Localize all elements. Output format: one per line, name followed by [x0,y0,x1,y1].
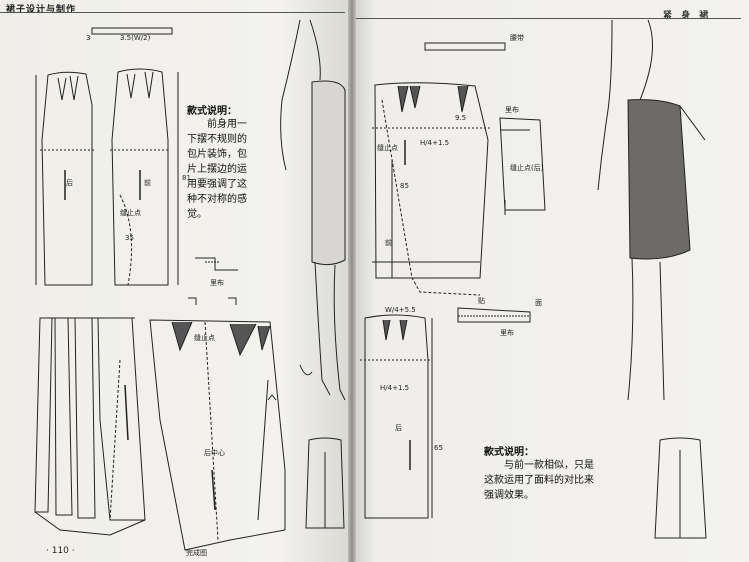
left-header-title: 裙子设计与制作 [6,5,77,15]
assembled-front [149,319,286,551]
fold-detail [457,307,531,323]
lbl-lining-2: 里布 [505,105,519,114]
left-description-body: 前身用一 下摆不规则的 包片装饰，包 片上摆边的运 用要强调了这 种不对称的感 … [187,117,259,222]
lbl-zipper-stop: 缝止点(后) [510,163,544,172]
waistband-strip [91,27,173,35]
model-arm-left [280,19,301,171]
lbl-lining: 里布 [210,278,224,287]
right-description-body: 与前一款相似，只是 这款运用了面料的对比来 强调效果。 [484,458,604,503]
book-gutter [348,0,356,562]
lbl-back-2: 后 [395,423,402,432]
lbl-waistband-right: 腰带 [510,34,524,42]
overlay-drape-line [381,99,481,296]
lbl-back: 后 [66,178,73,187]
right-header-title: 紧 身 裙 [663,11,712,21]
left-header-rule [0,12,345,13]
back-pattern-right [364,314,429,519]
left-description-line: 种不对称的感 [187,194,247,205]
lbl-stop-point: 缝止点 [120,208,141,217]
left-description-line: 包片装饰，包 [187,149,247,160]
lbl-length-35: 35 [125,234,134,242]
hem-detail [195,257,238,271]
lbl-stop-point-3: 缝止点 [377,143,398,152]
front-skirt-block [111,68,169,286]
right-description-line: 与前一款相似，只是 [504,460,594,471]
model-skirt-right [627,99,691,260]
left-style-description: 款式说明： 前身用一 下摆不规则的 包片装饰，包 片上摆边的运 用要强调了这 种… [187,102,259,222]
lbl-back-center: 后中心 [204,448,225,457]
panel-2 [54,317,73,516]
right-style-description: 款式说明： 与前一款相似，只是 这款运用了面料的对比来 强调效果。 [484,443,604,503]
page-number: · 110 · [46,546,75,556]
left-page [0,0,352,562]
front-overlay-curve [119,194,133,286]
lbl-length-85: 85 [400,182,409,190]
lbl-front: 前 [144,178,151,187]
back-dart-1 [57,77,67,101]
left-description-line: 下摆不规则的 [187,134,247,145]
lbl-cut-pattern: 完成图 [186,548,207,557]
lbl-waistband-width: 3 [86,34,90,42]
waistband-strip-right [424,42,506,51]
front-dart-2 [144,71,154,99]
left-description-line: 片上摆边的运 [187,164,247,175]
lbl-front-2: 前 [385,238,392,247]
left-description-title: 款式说明： [187,106,237,117]
right-description-line: 这款运用了面料的对比来 [484,475,594,486]
front-pattern-right [374,82,489,279]
small-skirt-sketch-right [654,437,707,539]
lbl-hip-formula-2: H/4+1.5 [380,384,409,392]
panel-4 [97,317,146,521]
left-description-line: 觉。 [187,209,207,220]
left-description-line: 前身用一 [207,119,247,130]
side-piece-right [499,117,546,211]
lbl-dim-9-5: 9.5 [455,114,466,122]
lbl-waistband-len: 3.5(W/2) [120,34,151,42]
lbl-facing: 贴 [478,296,485,305]
right-description-title: 款式说明： [484,447,534,458]
small-skirt-sketch-left [305,437,345,529]
lbl-length-65: 65 [434,444,443,452]
panel-3 [74,317,96,519]
lbl-waist-formula: W/4+5.5 [385,306,416,314]
back-skirt-block [41,71,93,286]
front-dart-1 [126,73,136,99]
lbl-hip-formula: H/4+1.5 [420,139,449,147]
left-description-line: 用要强调了这 [187,179,247,190]
right-description-line: 强调效果。 [484,490,534,501]
lbl-length-81: 81 [182,174,191,182]
back-dart-2 [69,75,79,101]
model-arm-right [597,19,613,191]
right-header-rule [356,18,741,19]
panel-hem [34,511,146,536]
lbl-lining-3: 里布 [500,328,514,337]
panel-1 [34,317,53,513]
lbl-stop-point-2: 缝止点 [194,333,215,342]
lbl-face: 面 [535,299,542,307]
model-skirt-left [311,80,346,266]
